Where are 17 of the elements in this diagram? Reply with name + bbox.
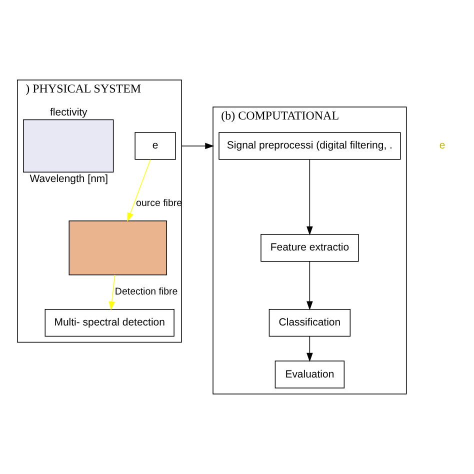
arrow xyxy=(306,159,313,236)
node-box: Evaluation xyxy=(274,360,345,388)
arrow xyxy=(108,274,116,310)
arrow xyxy=(181,142,214,150)
label: e xyxy=(439,140,446,152)
arrow xyxy=(127,159,151,222)
edge-label: Detection fibre xyxy=(114,286,178,298)
node-box: Classification xyxy=(268,308,351,337)
arrow xyxy=(306,261,313,310)
node-box xyxy=(68,220,167,276)
node-box: Signal preprocessi (digital filtering, . xyxy=(218,132,401,160)
node-box: Feature extractio xyxy=(260,234,359,262)
node-label: Wavelength [nm] xyxy=(30,174,108,186)
arrow xyxy=(306,336,313,362)
node-box: e xyxy=(134,132,176,160)
node-box: Multi- spectral detection xyxy=(44,308,174,337)
node-label: flectivity xyxy=(50,107,88,118)
